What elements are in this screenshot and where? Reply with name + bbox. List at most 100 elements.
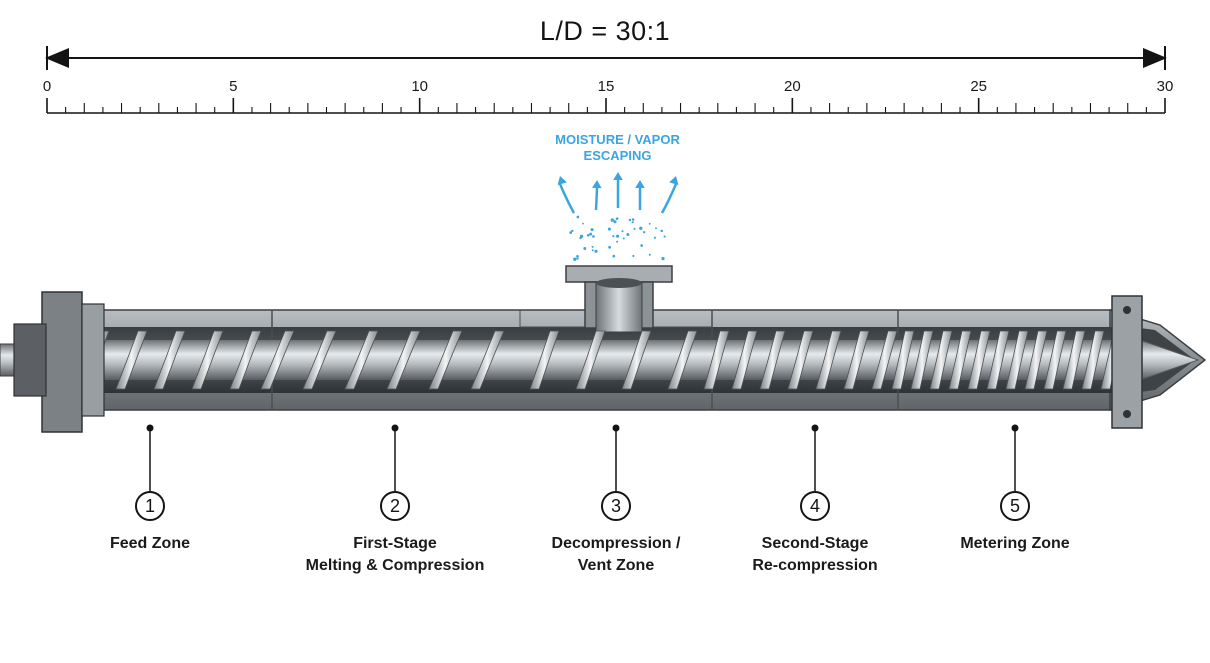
ruler-label: 30	[1156, 78, 1174, 95]
zone-4-label: Second-Stage Re-compression	[705, 533, 925, 577]
zone-5-label: Metering Zone	[905, 533, 1125, 555]
vapor-droplet	[631, 218, 635, 221]
screw-flight	[229, 330, 262, 390]
vapor-droplet	[626, 232, 630, 237]
vapor-droplet	[622, 237, 625, 240]
zone-2-label: First-Stage Melting & Compression	[285, 533, 505, 577]
vapor-droplet	[653, 236, 656, 239]
zone-4-number: 4	[800, 491, 830, 521]
vapor-droplet	[616, 240, 619, 243]
screw-flight	[871, 330, 898, 390]
barrel-end-flange	[1111, 295, 1143, 429]
vapor-arrow-shaft	[660, 183, 678, 214]
screw-flight	[815, 330, 842, 390]
vapor-droplet	[576, 215, 580, 219]
vapor-droplet	[612, 235, 615, 238]
vapor-droplet	[576, 255, 579, 258]
screw-flight	[759, 330, 786, 390]
screw-flight	[529, 330, 560, 390]
screw-flight	[1043, 330, 1067, 390]
screw-flight	[891, 330, 915, 390]
zone-3-label-line1: Decompression /	[551, 535, 681, 552]
zone-3-number: 3	[601, 491, 631, 521]
vapor-droplet	[613, 220, 617, 224]
screw-flight	[1005, 330, 1029, 390]
ruler-label: 10	[411, 78, 428, 95]
screw-flight	[787, 330, 814, 390]
vapor-droplet	[571, 229, 574, 233]
vapor-droplet	[648, 253, 651, 256]
vapor-droplet	[633, 227, 636, 230]
vapor-droplet	[655, 227, 657, 230]
ruler-label: 25	[970, 78, 987, 95]
vapor-droplet	[661, 257, 665, 261]
vapor-droplet	[610, 218, 614, 222]
screw-flight	[967, 330, 991, 390]
vapor-droplet	[607, 227, 611, 231]
screw-flight	[1062, 330, 1086, 390]
screw-flight	[948, 330, 972, 390]
zone-2-label-line2: Melting & Compression	[305, 557, 485, 574]
vapor-droplet	[586, 233, 590, 237]
vapor-arrows	[557, 172, 679, 261]
vapor-droplet	[576, 257, 579, 260]
screw-flight	[910, 330, 934, 390]
vapor-droplet	[594, 249, 598, 253]
drive-coupling	[13, 291, 105, 433]
length-dimension-line	[45, 46, 1167, 70]
zone-5-label-line1: Metering Zone	[960, 535, 1070, 552]
screw-flight	[302, 330, 337, 390]
vapor-arrow-head	[592, 180, 602, 189]
ruler-label: 5	[229, 78, 238, 95]
zone-leader-dot	[146, 424, 154, 432]
vapor-droplet	[639, 226, 643, 230]
zone-leader-dot	[1011, 424, 1019, 432]
zone-3-label-line2: Vent Zone	[577, 557, 655, 574]
screw-flight	[153, 330, 186, 390]
vapor-arrow-head	[669, 176, 679, 186]
vapor-droplet	[592, 235, 595, 238]
vapor-droplet	[608, 245, 612, 249]
vapor-label-line1: MOISTURE / VAPOR	[555, 132, 680, 147]
screw-flight	[191, 330, 224, 390]
vapor-arrow-head	[635, 180, 645, 188]
vapor-droplet	[591, 245, 594, 248]
vapor-droplet	[583, 247, 587, 250]
zone-leader-dot	[391, 424, 399, 432]
screw	[0, 330, 1200, 390]
screw-flight	[575, 330, 606, 390]
vapor-arrow-shaft	[558, 183, 576, 214]
vapor-droplet	[615, 217, 619, 221]
vapor-arrow-shaft	[594, 187, 599, 211]
vapor-droplet	[621, 230, 624, 233]
vapor-droplet	[616, 234, 620, 238]
zone-4-label-line1: Second-Stage	[761, 535, 869, 552]
screw-flight	[731, 330, 758, 390]
vent-port	[565, 265, 673, 333]
vapor-arrow-head	[557, 176, 567, 186]
vapor-droplet	[589, 232, 593, 236]
vapor-droplet	[569, 231, 573, 234]
length-ruler	[46, 98, 1166, 114]
screw-flight	[470, 330, 505, 390]
diagram-title: L/D = 30:1	[539, 16, 671, 46]
ruler-label: 0	[42, 78, 52, 95]
zone-1-number: 1	[135, 491, 165, 521]
vapor-droplet	[582, 222, 584, 225]
zone-2-label-line1: First-Stage	[353, 535, 437, 552]
zone-2-number: 2	[380, 491, 410, 521]
screw-flight	[667, 330, 698, 390]
zone-1-label-line1: Feed Zone	[109, 535, 190, 552]
vapor-droplet	[612, 254, 616, 258]
screw-flight	[344, 330, 379, 390]
vapor-droplet	[632, 254, 635, 258]
screw-flight	[115, 330, 148, 390]
zone-1-label: Feed Zone	[40, 533, 260, 555]
zone-5-number: 5	[1000, 491, 1030, 521]
vapor-droplet	[640, 244, 644, 247]
vapor-label: MOISTURE / VAPOR ESCAPING	[520, 132, 715, 164]
screw-flight	[843, 330, 870, 390]
screw-flight	[260, 330, 295, 390]
vapor-droplet	[631, 221, 634, 224]
